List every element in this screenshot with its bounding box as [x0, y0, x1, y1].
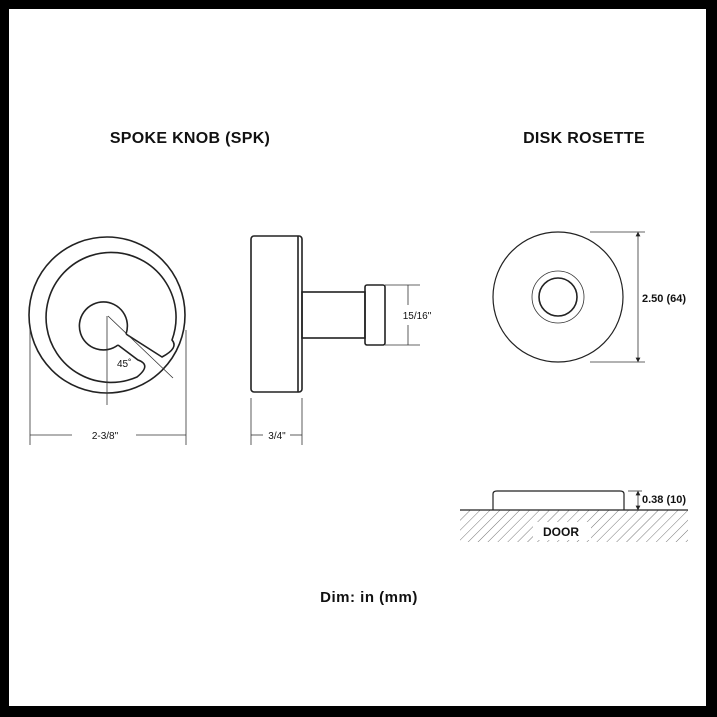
- disk-rosette-title: DISK ROSETTE: [523, 130, 645, 147]
- rosette-diameter-label: 2.50 (64): [642, 293, 686, 305]
- knob-side-view: 15/16" 3/4": [250, 235, 432, 445]
- rosette-front-view: 2.50 (64): [492, 231, 686, 363]
- knob-depth-label: 3/4": [268, 431, 286, 442]
- drawing-sheet: [9, 9, 706, 706]
- knob-front-view: 45˚ 2-3/8": [28, 236, 187, 445]
- knob-diameter-label: 2-3/8": [92, 431, 119, 442]
- rosette-side-view: DOOR 0.38 (10): [460, 490, 688, 542]
- rosette-height-label: 0.38 (10): [642, 494, 686, 506]
- dimension-units-note: Dim: in (mm): [320, 589, 418, 606]
- door-label: DOOR: [543, 525, 579, 539]
- angle-label: 45˚: [117, 358, 131, 370]
- spoke-knob-title: SPOKE KNOB (SPK): [110, 130, 270, 147]
- stem-dimension-label: 15/16": [403, 311, 432, 322]
